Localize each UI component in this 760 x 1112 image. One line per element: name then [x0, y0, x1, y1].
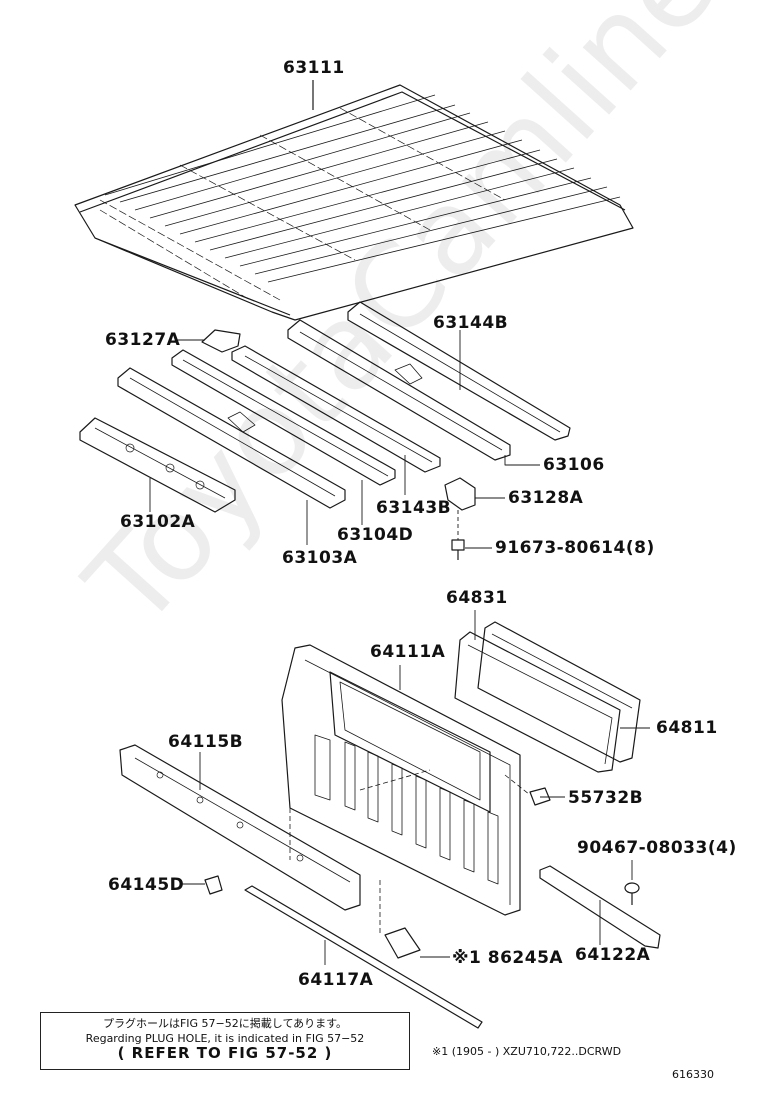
label-63111[interactable]: 63111	[283, 58, 345, 78]
bracket-63127a[interactable]	[201, 329, 241, 353]
label-64811[interactable]: 64811	[656, 718, 718, 738]
label-64122a[interactable]: 64122A	[575, 945, 651, 965]
leaders-upper	[149, 330, 540, 549]
label-63128a[interactable]: 63128A	[508, 488, 584, 508]
roof-panel[interactable]	[74, 84, 634, 321]
strip-64122a[interactable]	[539, 865, 661, 949]
label-63143b[interactable]: 63143B	[376, 498, 452, 518]
label-63144b[interactable]: 63144B	[433, 313, 509, 333]
label-86245a[interactable]: ※1 86245A	[452, 948, 564, 968]
label-55732b[interactable]: 55732B	[568, 788, 644, 808]
leaders-lower	[180, 610, 650, 965]
label-91673[interactable]: 91673-80614(8)	[495, 538, 655, 558]
label-64145d[interactable]: 64145D	[108, 875, 185, 895]
bracket-63128a[interactable]	[444, 477, 476, 511]
roof-bow-63102a[interactable]	[79, 417, 236, 513]
bolt-91673[interactable]	[451, 539, 465, 560]
label-64831[interactable]: 64831	[446, 588, 508, 608]
clip-64145d[interactable]	[204, 875, 223, 895]
clip-55732b[interactable]	[529, 787, 551, 806]
plug-86245a[interactable]	[384, 927, 421, 959]
label-63102a[interactable]: 63102A	[120, 512, 196, 532]
figure-id: 616330	[672, 1068, 714, 1081]
roof-bow-63104d[interactable]	[171, 349, 396, 486]
plug-hole-note: プラグホールはFIG 57−52に掲載してあります。 Regarding PLU…	[40, 1012, 410, 1070]
label-64117a[interactable]: 64117A	[298, 970, 374, 990]
label-90467[interactable]: 90467-08033(4)	[577, 838, 737, 858]
footnote: ※1 (1905 - ) XZU710,722..DCRWD	[432, 1045, 622, 1058]
roof-bow-63143b[interactable]	[231, 345, 441, 473]
label-63127a[interactable]: 63127A	[105, 330, 181, 350]
window-glass[interactable]	[477, 621, 641, 763]
label-64111a[interactable]: 64111A	[370, 642, 446, 662]
roof-bow-63103a[interactable]	[117, 367, 346, 509]
label-64115b[interactable]: 64115B	[168, 732, 244, 752]
label-63106[interactable]: 63106	[543, 455, 605, 475]
strip-64117a[interactable]	[244, 885, 483, 1029]
note-line-en: Regarding PLUG HOLE, it is indicated in …	[85, 1032, 365, 1045]
label-63104d[interactable]: 63104D	[337, 525, 414, 545]
note-reference[interactable]: ( REFER TO FIG 57-52 )	[117, 1044, 333, 1062]
clip-90467[interactable]	[624, 882, 640, 905]
back-sill-64115b[interactable]	[119, 744, 361, 911]
label-63103a[interactable]: 63103A	[282, 548, 358, 568]
note-line-jp: プラグホールはFIG 57−52に掲載してあります。	[102, 1017, 348, 1030]
roof-bow-63106[interactable]	[287, 319, 511, 461]
back-panel[interactable]	[281, 644, 521, 916]
window-weatherstrip[interactable]	[454, 631, 621, 773]
